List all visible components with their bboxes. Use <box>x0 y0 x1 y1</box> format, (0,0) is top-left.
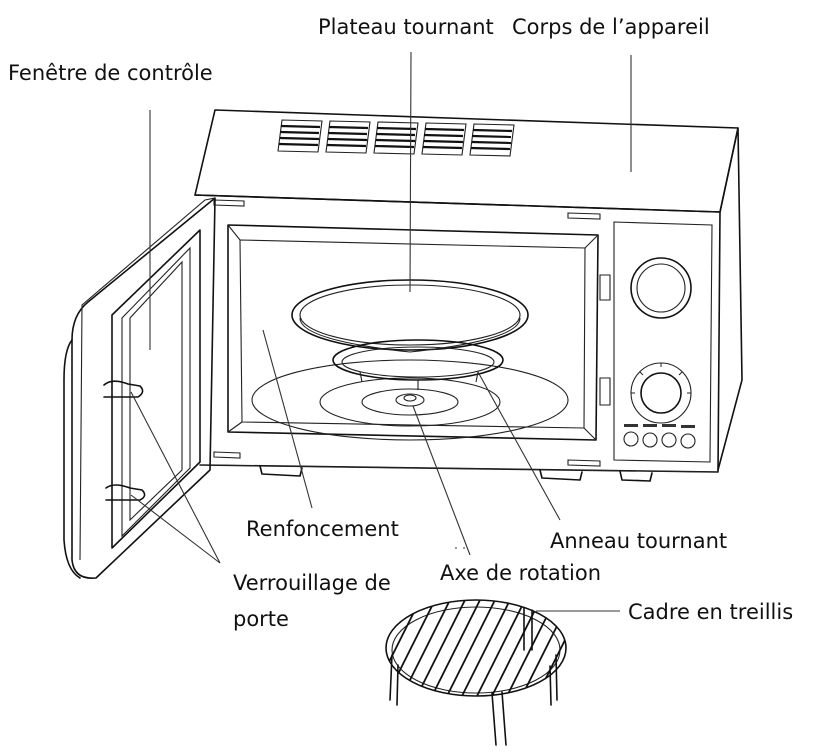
label-rack: Cadre en treillis <box>628 600 793 624</box>
leader-lines <box>130 51 632 612</box>
label-ring: Anneau tournant <box>550 529 727 553</box>
label-turntable: Plateau tournant <box>318 15 494 39</box>
label-shaft: Axe de rotation <box>440 561 601 585</box>
door <box>63 197 216 579</box>
lattice-rack <box>385 599 567 746</box>
label-body: Corps de l’appareil <box>512 15 710 39</box>
microwave-body <box>194 109 743 482</box>
vent-grills <box>277 119 515 157</box>
control-panel <box>613 221 713 463</box>
label-door-lock-1: Verrouillage de <box>233 571 391 595</box>
label-door-lock-2: porte <box>233 607 289 631</box>
turntable-assembly <box>291 279 529 407</box>
label-control-window: Fenêtre de contrôle <box>8 61 213 85</box>
oven-cavity <box>213 199 611 467</box>
label-recess: Renfoncement <box>246 517 399 541</box>
